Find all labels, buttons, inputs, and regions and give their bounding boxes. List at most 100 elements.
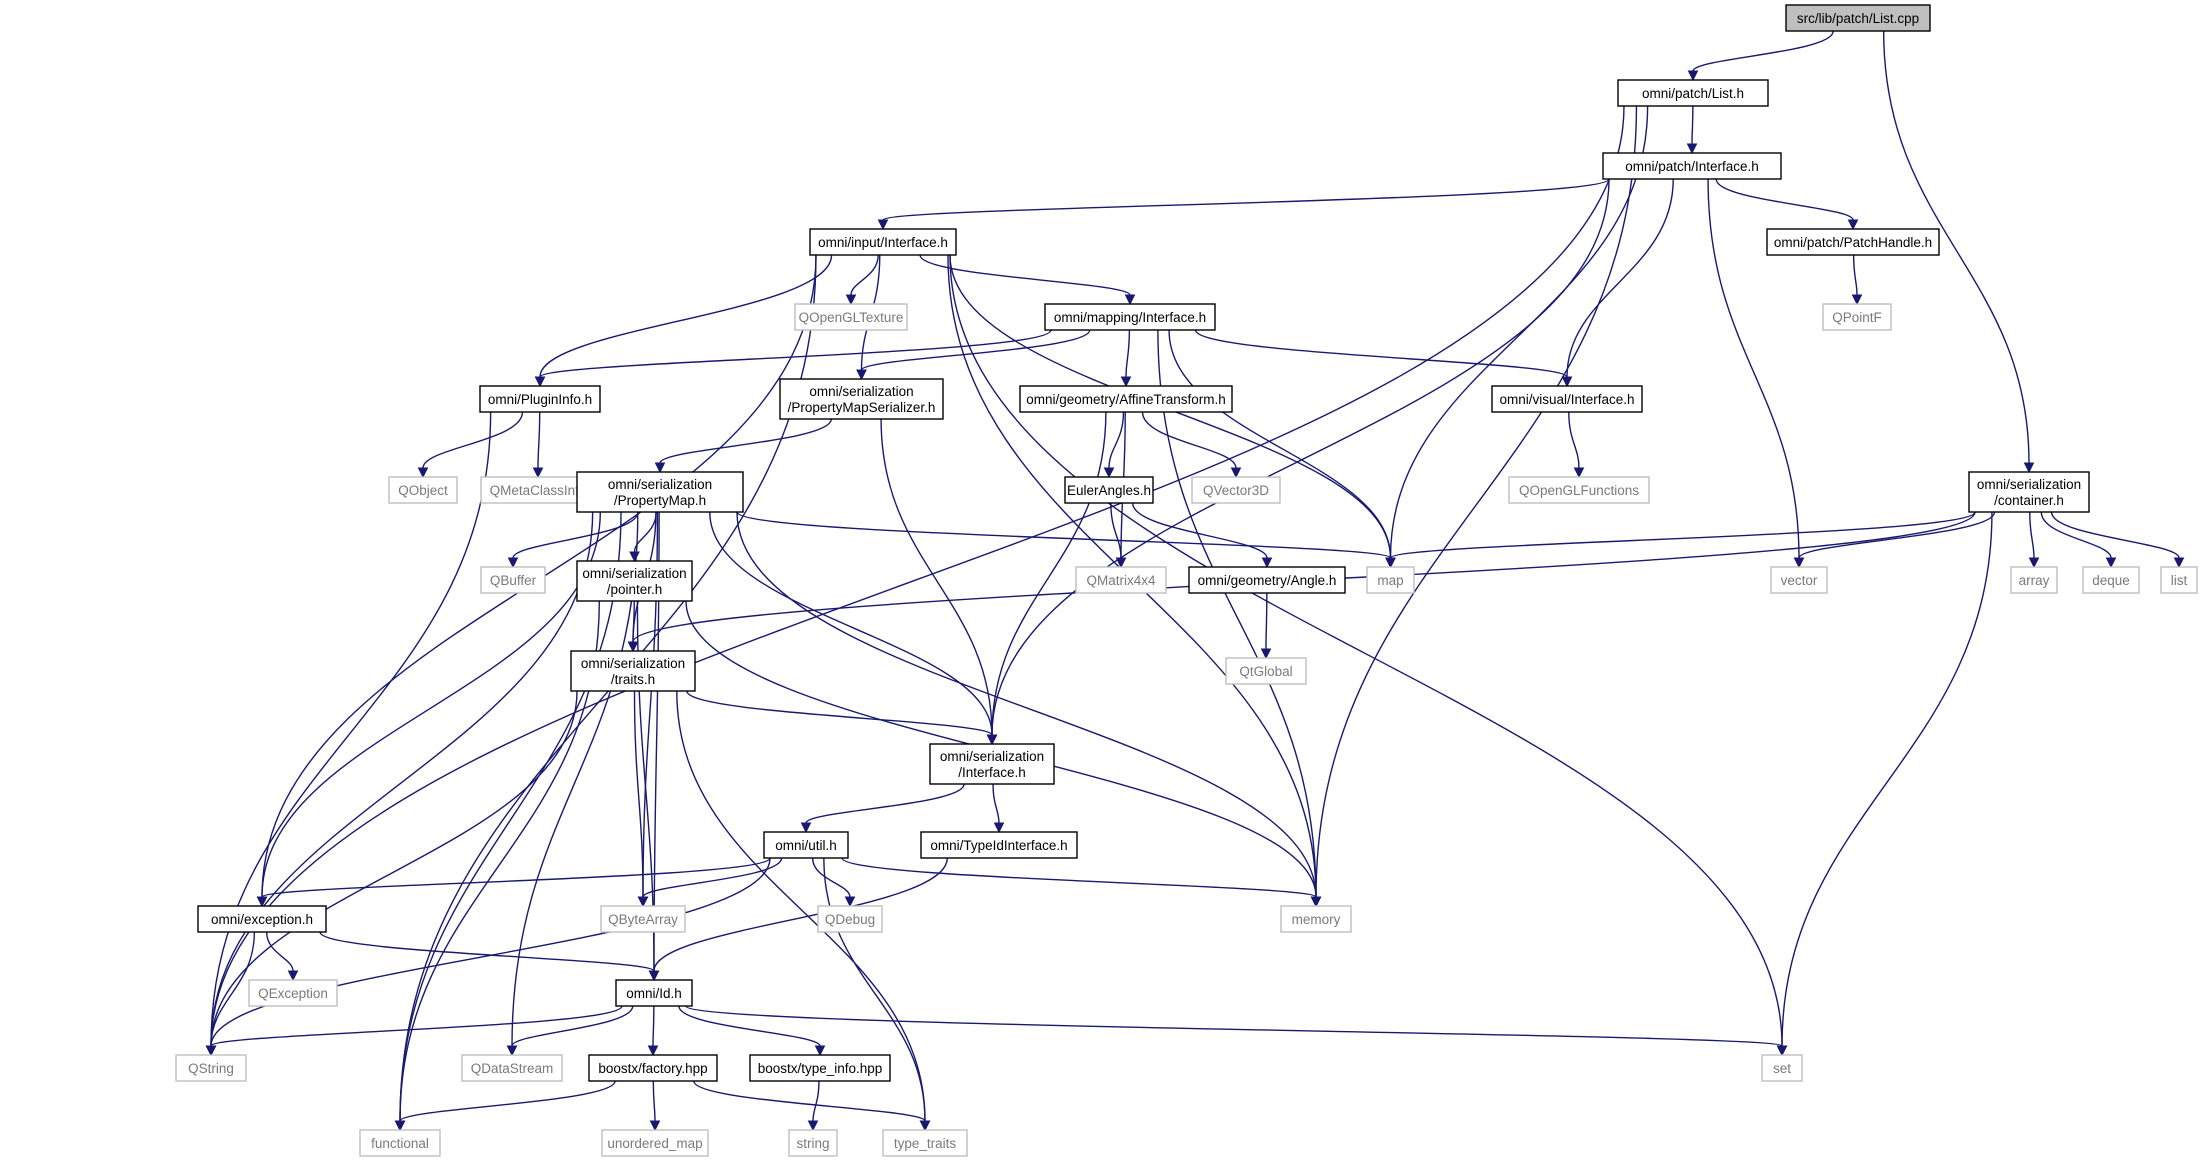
node-eulerangles[interactable]: EulerAngles.h [1064, 476, 1154, 504]
node-angle[interactable]: omni/geometry/Angle.h [1188, 566, 1346, 594]
node-box [817, 905, 883, 933]
edge-ser_iface-to-typeid [992, 783, 1000, 824]
node-label: array [2019, 573, 2050, 588]
arrowhead-patch_iface-to-patchhandle [1847, 219, 1859, 231]
arrowhead-patchhandle-to-qpointf [1851, 294, 1863, 306]
node-label: map [1377, 573, 1403, 588]
node-label: /PropertyMap.h [614, 493, 706, 508]
node-label: omni/serialization [940, 749, 1044, 764]
node-memory: memory [1280, 905, 1352, 933]
node-traits[interactable]: omni/serialization/traits.h [570, 650, 696, 692]
arrowhead-root-to-container [2023, 462, 2035, 474]
node-qobject: QObject [388, 476, 458, 504]
edge-propertymap-to-functional [399, 511, 622, 1122]
node-box [1225, 657, 1307, 685]
node-box [1064, 476, 1154, 504]
arrowhead-container-to-list [2173, 557, 2185, 569]
node-typeinfo[interactable]: boostx/type_info.hpp [749, 1054, 891, 1082]
edge-id_h-to-set [685, 1005, 1783, 1047]
arrowhead-input_iface-to-mapping_iface [1124, 294, 1136, 306]
node-box [588, 1054, 718, 1082]
edge-input_iface-to-qopengltexture [850, 254, 879, 296]
node-box [576, 471, 744, 513]
node-label: omni/PluginInfo.h [488, 392, 592, 407]
node-root[interactable]: src/lib/patch/List.cpp [1785, 4, 1931, 32]
edge-mapping_iface-to-affine [1125, 329, 1131, 378]
node-factory[interactable]: boostx/factory.hpp [588, 1054, 718, 1082]
node-box [480, 566, 546, 594]
node-box [1766, 228, 1940, 256]
edge-exception-to-id_h [319, 931, 655, 972]
arrowhead-id_h-to-factory [647, 1045, 659, 1057]
node-plugininfo[interactable]: omni/PluginInfo.h [479, 385, 601, 413]
node-affine[interactable]: omni/geometry/AffineTransform.h [1019, 385, 1233, 413]
node-qopenglfunctions: QOpenGLFunctions [1508, 476, 1650, 504]
node-input_iface[interactable]: omni/input/Interface.h [809, 228, 957, 256]
node-label: /traits.h [611, 672, 655, 687]
arrowhead-util-to-memory [1310, 896, 1322, 908]
nodes-layer: src/lib/patch/List.cpp omni/patch/List.h o… [175, 4, 2198, 1157]
arrowhead-patch_iface-to-input_iface [877, 219, 889, 231]
edge-propertymap-to-qstring [210, 511, 594, 1047]
edge-propertymap-to-ser_iface [709, 511, 993, 736]
node-patch_iface[interactable]: omni/patch/Interface.h [1602, 152, 1782, 180]
node-set: set [1761, 1054, 1803, 1082]
node-box [920, 831, 1078, 859]
node-list_h[interactable]: omni/patch/List.h [1617, 79, 1769, 107]
node-mapping_iface[interactable]: omni/mapping/Interface.h [1044, 303, 1216, 331]
node-label: list [2171, 573, 2188, 588]
node-label: QMatrix4x4 [1086, 573, 1156, 588]
node-exception[interactable]: omni/exception.h [197, 905, 327, 933]
arrowhead-eulerangles-to-qmatrix4x4 [1115, 557, 1127, 569]
arrowhead-exception-to-qexception [287, 970, 299, 982]
node-box [461, 1054, 563, 1082]
arrowhead-id_h-to-set [1776, 1045, 1788, 1057]
node-box [763, 831, 849, 859]
edge-pms-to-ser_iface [880, 418, 993, 736]
node-container[interactable]: omni/serialization/container.h [1968, 471, 2090, 513]
node-qbuffer: QBuffer [480, 566, 546, 594]
arrowhead-mapping_iface-to-plugininfo [534, 376, 546, 388]
node-label: omni/patch/PatchHandle.h [1774, 235, 1932, 250]
arrowhead-affine-to-eulerangles [1103, 467, 1115, 479]
node-box [359, 1129, 441, 1157]
node-id_h[interactable]: omni/Id.h [615, 979, 693, 1007]
node-visual_iface[interactable]: omni/visual/Interface.h [1491, 385, 1643, 413]
node-ser_iface[interactable]: omni/serialization/Interface.h [929, 743, 1055, 785]
node-propertymap[interactable]: omni/serialization/PropertyMap.h [576, 471, 744, 513]
edge-propertymap-to-exception [261, 511, 601, 898]
node-label: vector [1781, 573, 1818, 588]
node-label: omni/TypeIdInterface.h [930, 838, 1067, 853]
node-box [480, 476, 596, 504]
node-pointer[interactable]: omni/serialization/pointer.h [576, 560, 693, 602]
node-util[interactable]: omni/util.h [763, 831, 849, 859]
node-qstring: QString [175, 1054, 247, 1082]
edge-typeinfo-to-string [812, 1080, 820, 1122]
node-patchhandle[interactable]: omni/patch/PatchHandle.h [1766, 228, 1940, 256]
node-box [1075, 566, 1167, 594]
edge-pms-to-propertymap [659, 418, 832, 464]
node-functional: functional [359, 1129, 441, 1157]
node-typeid[interactable]: omni/TypeIdInterface.h [920, 831, 1078, 859]
node-box [2010, 566, 2058, 594]
node-box [1761, 1054, 1803, 1082]
node-box [1508, 476, 1650, 504]
arrowhead-mapping_iface-to-pms [856, 369, 867, 381]
edge-eulerangles-to-angle [1132, 502, 1268, 559]
node-string: string [788, 1129, 838, 1157]
node-label: QDataStream [471, 1061, 554, 1076]
node-pms[interactable]: omni/serialization/PropertyMapSerializer… [779, 378, 944, 420]
arrowhead-plugininfo-to-qmetaclassinfo [532, 467, 544, 479]
edge-id_h-to-factory [652, 1005, 655, 1047]
node-box [570, 650, 696, 692]
arrowhead-propertymap-to-pointer [629, 551, 640, 563]
node-box [1491, 385, 1643, 413]
arrowhead-angle-to-qtglobal [1260, 648, 1272, 660]
node-box [1366, 566, 1415, 594]
edge-container-to-deque [2040, 511, 2112, 559]
edge-list_h-to-patch_iface [1691, 105, 1694, 145]
edge-traits-to-qstring [210, 690, 578, 1047]
node-label: functional [371, 1136, 429, 1151]
node-box [882, 1129, 968, 1157]
